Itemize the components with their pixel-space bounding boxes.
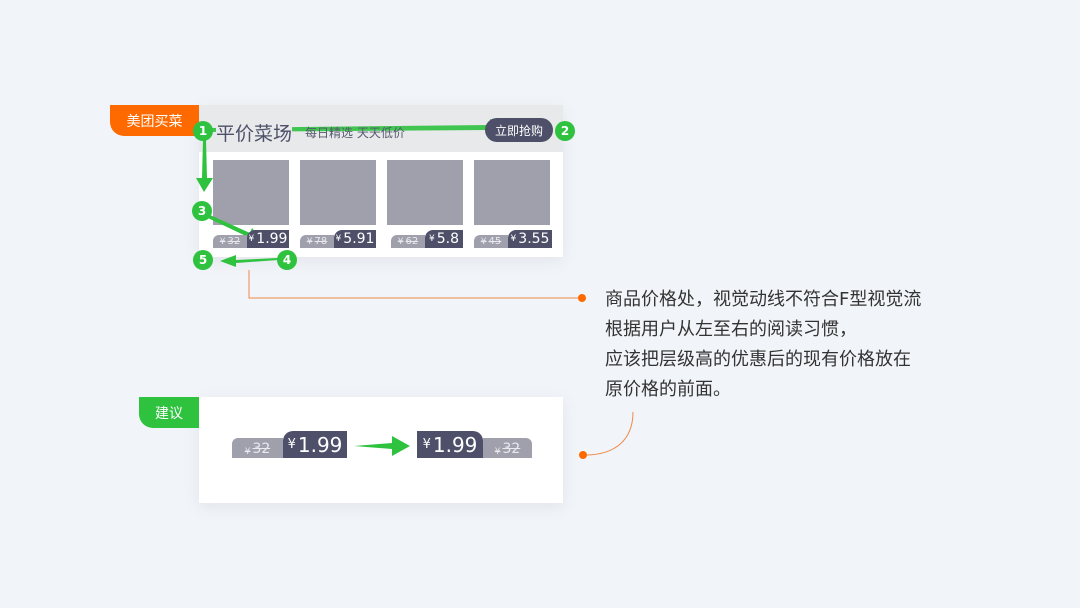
annotation-note: 商品价格处，视觉动线不符合F型视觉流 根据用户从左至右的阅读习惯， 应该把层级高… (605, 285, 921, 405)
connector-line (248, 270, 580, 299)
product-image[interactable] (213, 160, 289, 225)
arrow-1-3 (196, 140, 213, 192)
original-price: ¥62 (391, 235, 425, 248)
sale-price: ¥1.99 (283, 431, 347, 458)
note-line: 商品价格处，视觉动线不符合F型视觉流 (605, 289, 922, 310)
connector-curve (584, 411, 634, 456)
original-price: ¥32 (213, 235, 247, 248)
card-subtitle: 每日精选 天天低价 (305, 126, 405, 140)
step-badge: 3 (192, 201, 212, 221)
connector-dot (579, 451, 587, 459)
original-price: ¥78 (300, 235, 334, 248)
sale-price: ¥1.99 (417, 431, 483, 458)
note-line: 原价格的前面。 (605, 379, 731, 400)
brand-tag: 美团买菜 (110, 105, 199, 136)
sale-price: ¥5.8 (425, 230, 463, 248)
product-image[interactable] (387, 160, 463, 225)
sale-price: ¥1.99 (247, 230, 289, 248)
step-badge: 1 (193, 121, 213, 141)
note-line: 根据用户从左至右的阅读习惯， (605, 319, 857, 340)
original-price: ¥32 (232, 438, 283, 458)
sale-price: ¥3.55 (508, 230, 552, 248)
arrow-right-icon (354, 436, 410, 456)
original-price: ¥45 (474, 235, 508, 248)
arrow-4-5 (220, 255, 278, 267)
product-image[interactable] (300, 160, 376, 225)
step-badge: 4 (277, 250, 297, 270)
suggestion-tag: 建议 (139, 397, 199, 428)
card-title: 平价菜场 (216, 119, 293, 146)
step-badge: 2 (555, 121, 575, 141)
original-price: ¥32 (483, 438, 532, 458)
note-line: 应该把层级高的优惠后的现有价格放在 (605, 349, 911, 370)
arrow-1-2 (210, 119, 515, 136)
step-badge: 5 (193, 250, 213, 270)
connector-dot (578, 294, 586, 302)
product-image[interactable] (474, 160, 550, 225)
buy-now-button[interactable]: 立即抢购 (485, 118, 553, 142)
sale-price: ¥5.91 (334, 230, 376, 248)
